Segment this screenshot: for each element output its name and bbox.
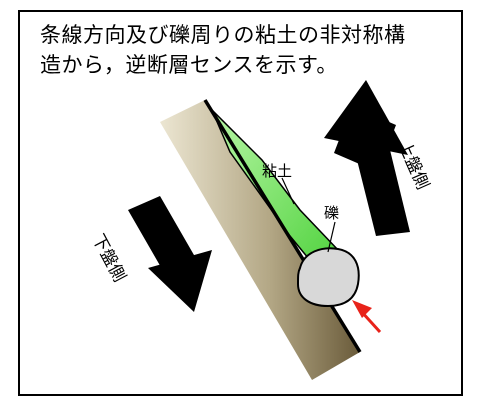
- caption: 条線方向及び礫周りの粘土の非対称構 造から，逆断層センスを示す。: [40, 20, 470, 80]
- caption-line-1: 条線方向及び礫周りの粘土の非対称構: [40, 23, 406, 47]
- footwall-rock: [160, 100, 360, 380]
- footwall-label: 下盤側: [88, 231, 130, 285]
- clay-label: 粘土: [262, 162, 292, 180]
- caption-line-2: 造から，逆断層センスを示す。: [40, 53, 338, 77]
- fault-plane-line: [203, 99, 362, 353]
- gravel-label: 礫: [324, 204, 339, 222]
- hanging-wall-arrow: [324, 80, 410, 236]
- gravel-leader: [327, 221, 336, 253]
- gravel-clast: [296, 247, 360, 308]
- hanging-wall-label: 上盤側: [393, 138, 432, 193]
- red-indicator-arrow: [352, 300, 382, 334]
- footwall-arrow: [128, 196, 212, 312]
- clay-leader: [281, 177, 295, 205]
